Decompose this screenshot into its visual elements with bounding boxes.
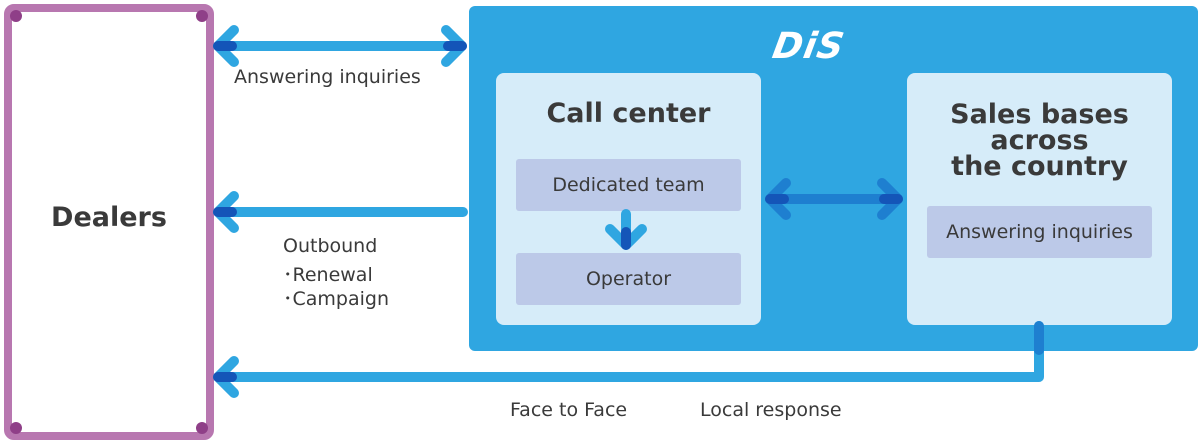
dealers-box: Dealers: [4, 4, 214, 440]
arrow-team-operator: [605, 209, 647, 250]
sales-bases-panel: Sales bases across the country Answering…: [907, 73, 1172, 325]
sales-bases-title-line3: the country: [951, 151, 1128, 182]
local-response-label: Local response: [700, 399, 842, 421]
operator-box: Operator: [516, 253, 741, 305]
corner-dot: [10, 10, 22, 22]
campaign-label: ･Campaign: [283, 288, 390, 310]
corner-dot: [10, 422, 22, 434]
arrow-top-double: [213, 25, 467, 67]
arrow-outbound: [213, 191, 468, 233]
top-connection-label: Answering inquiries: [234, 66, 421, 88]
dedicated-team-box: Dedicated team: [516, 159, 741, 211]
arrow-center-sales: [765, 178, 903, 220]
face-to-face-label: Face to Face: [510, 399, 628, 421]
call-center-title: Call center: [546, 98, 711, 129]
dealers-label: Dealers: [51, 202, 167, 233]
sales-bases-title-line1: Sales bases: [950, 99, 1129, 130]
sales-answering-box: Answering inquiries: [927, 206, 1152, 258]
sales-bases-title-line2: across: [990, 125, 1089, 156]
corner-dot: [196, 10, 208, 22]
outbound-label: Outbound: [283, 235, 378, 257]
renewal-label: ･Renewal: [283, 264, 373, 286]
corner-dot: [196, 422, 208, 434]
call-center-panel: Call center Dedicated team Operator: [496, 73, 761, 325]
arrow-face-to-face: [213, 321, 1044, 398]
